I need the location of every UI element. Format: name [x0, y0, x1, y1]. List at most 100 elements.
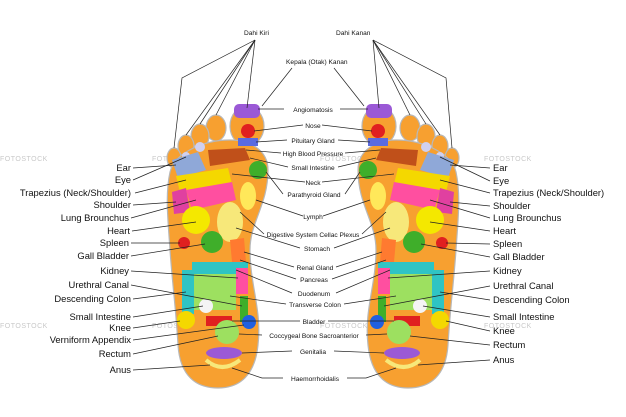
right-neck-zone	[376, 148, 418, 166]
left-bladder-zone	[206, 316, 232, 326]
center-label: Angiomatosis	[293, 107, 333, 114]
right-label: Urethral Canal	[493, 280, 553, 291]
left-label: Ear	[116, 162, 131, 173]
right-shoulder-zone	[436, 188, 454, 214]
watermark: FOTOSTOCK	[484, 156, 532, 163]
center-label: Bladder	[303, 319, 327, 326]
watermark: FOTOSTOCK	[484, 323, 532, 330]
left-shoulder-zone	[172, 188, 190, 214]
center-label: High Blood Pressure	[283, 151, 344, 158]
right-label: Trapezius (Neck/Shoulder)	[493, 187, 604, 198]
left-label: Lung Brounchus	[61, 212, 130, 223]
center-label: Haemorrhoidalis	[291, 376, 340, 383]
left-small-intestine-zone	[199, 299, 213, 313]
right-knee-zone	[431, 311, 449, 329]
right-label: Anus	[493, 354, 515, 365]
left-lymph-zone	[240, 182, 256, 210]
left-label: Anus	[110, 364, 132, 375]
left-renal-zone	[230, 238, 246, 262]
center-label: Digestive System Cellac Plexus	[267, 232, 360, 239]
right-ear-zone	[420, 152, 454, 178]
right-nose-zone	[371, 124, 385, 138]
right-descending-colon-zone	[432, 270, 444, 314]
left-label: Kidney	[100, 265, 129, 276]
center-label: Genitalia	[300, 349, 326, 356]
left-foot	[166, 104, 269, 389]
left-label: Urethral Canal	[69, 279, 129, 290]
center-label: Neck	[305, 180, 321, 187]
center-label: Lymph	[303, 214, 323, 221]
right-label: Shoulder	[493, 200, 531, 211]
right-lung-zone	[390, 182, 440, 210]
right-angiomatosis-zone	[366, 104, 392, 118]
right-label: Descending Colon	[493, 294, 570, 305]
left-label: Trapezius (Neck/Shoulder)	[20, 187, 131, 198]
watermark: FOTOSTOCK	[320, 323, 368, 330]
left-pituitary-zone	[238, 138, 258, 146]
right-label: Gall Bladder	[493, 251, 545, 262]
right-label: Small Intestine	[493, 311, 555, 322]
center-label: Renal Gland	[297, 265, 334, 272]
left-labels: Ear Eye Trapezius (Neck/Shoulder) Should…	[20, 162, 131, 375]
left-label: Shoulder	[93, 199, 131, 210]
center-label: Duodenum	[298, 291, 331, 298]
left-descending-colon-zone	[182, 270, 194, 314]
center-label: Small Intestine	[291, 165, 335, 172]
left-coccyx-zone	[215, 320, 239, 344]
center-label: Pituitary Gland	[291, 138, 335, 145]
leader-lines	[130, 39, 491, 379]
center-label: Nose	[305, 123, 321, 130]
right-label: Lung Brounchus	[493, 212, 562, 223]
right-label: Ear	[493, 162, 508, 173]
left-stomach-zone	[217, 202, 243, 242]
left-label: Verniform Appendix	[50, 334, 132, 345]
left-neck-zone	[208, 148, 250, 166]
right-coccyx-zone	[387, 320, 411, 344]
left-label: Heart	[107, 225, 130, 236]
watermark: FOTOSTOCK	[0, 323, 48, 330]
left-label: Spleen	[100, 237, 129, 248]
left-label: Gall Bladder	[77, 250, 129, 261]
left-urethral-zone	[240, 296, 248, 322]
left-label: Rectum	[99, 348, 131, 359]
left-appendix-zone	[242, 315, 256, 329]
left-transverse-colon-zone	[192, 262, 248, 276]
right-pituitary-zone	[368, 138, 388, 146]
right-labels: Ear Eye Trapezius (Neck/Shoulder) Should…	[493, 162, 604, 365]
center-label: Coccygeal Bone Sacroanterior	[269, 333, 359, 340]
top-labels: Dahi Kiri Dahi Kanan Kepala (Otak) Kanan	[244, 30, 371, 66]
right-label: Eye	[493, 175, 509, 186]
right-small-intestine-zone	[413, 299, 427, 313]
right-foot	[357, 104, 460, 389]
left-heart-zone	[182, 206, 210, 234]
right-heart-zone	[416, 206, 444, 234]
left-anus-zone	[204, 358, 242, 369]
left-label: Eye	[115, 174, 131, 185]
left-lung-zone	[186, 182, 236, 210]
watermark: FOTOSTOCK	[152, 323, 200, 330]
left-label: Knee	[109, 322, 131, 333]
left-angiomatosis-zone	[234, 104, 260, 118]
right-parathyroid-zone	[359, 161, 377, 179]
left-knee-zone	[177, 311, 195, 329]
right-label: Knee	[493, 325, 515, 336]
center-label: Pancreas	[300, 277, 329, 284]
left-nose-zone	[241, 124, 255, 138]
right-label: Spleen	[493, 238, 522, 249]
right-kidney-zone	[378, 268, 390, 294]
center-label: Stomach	[304, 246, 330, 253]
left-parathyroid-zone	[249, 161, 267, 179]
label-kepala-otak-kanan: Kepala (Otak) Kanan	[286, 59, 348, 66]
left-eye-zone-1	[195, 142, 205, 152]
right-appendix-zone	[370, 315, 384, 329]
left-spleen-zone	[178, 237, 190, 249]
right-genitalia-zone	[384, 347, 420, 359]
left-label: Descending Colon	[54, 293, 131, 304]
right-label: Rectum	[493, 339, 525, 350]
watermark: FOTOSTOCK	[0, 156, 48, 163]
right-urethral-zone	[378, 296, 386, 322]
right-anus-zone	[384, 358, 422, 369]
watermark: FOTOSTOCK	[320, 156, 368, 163]
right-lymph-zone	[370, 182, 386, 210]
